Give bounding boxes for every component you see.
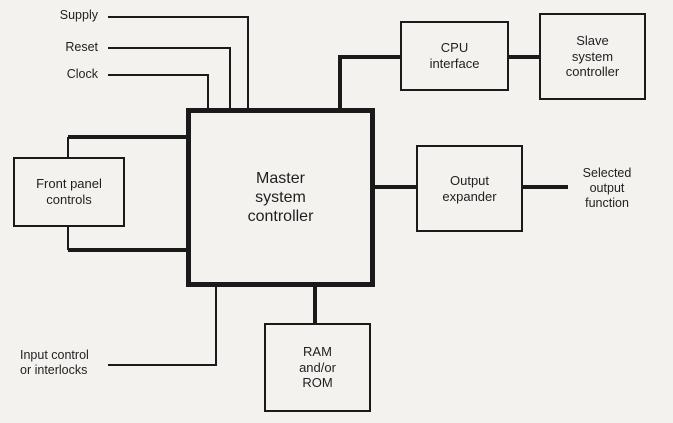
memory-line-1: RAM (303, 344, 332, 360)
memory-line-2: and/or (299, 359, 336, 375)
master-line-1: Master (256, 169, 305, 187)
master-line-3: controller (247, 208, 314, 226)
cpu-interface-bus (338, 55, 400, 108)
front-panel-line-1: Front panel (36, 176, 102, 192)
input-control-line-2: or interlocks (20, 363, 88, 377)
supply-label: Supply (60, 8, 98, 23)
reset-label: Reset (65, 40, 98, 55)
selected-output-line-3: function (585, 196, 629, 210)
front-panel-line-2: controls (46, 192, 92, 207)
ram-rom: RAM and/or ROM (264, 323, 371, 412)
selected-output-label: Selected output function (572, 166, 642, 211)
output-expander-line-1: Output (449, 172, 490, 188)
slave-line-1: Slave (576, 33, 609, 49)
cpu-interface-line-2: interface (429, 56, 480, 71)
input-control-label: Input control or interlocks (20, 348, 89, 378)
selected-output-line-1: Selected (582, 166, 632, 180)
slave-line-3: controller (565, 64, 620, 80)
clock-label: Clock (67, 67, 98, 82)
master-line-2: system (255, 188, 306, 206)
supply-label-text: Supply (59, 8, 98, 22)
slave-system-controller: Slave system controller (539, 13, 646, 100)
clock-line (108, 74, 209, 108)
slave-line-2: system (571, 48, 614, 64)
front-panel-controls: Front panel controls (13, 157, 125, 227)
output-expander-line-2: expander (442, 188, 497, 204)
reset-line (108, 47, 231, 108)
cpu-interface: CPU interface (400, 21, 509, 91)
input-control-line (108, 285, 217, 366)
supply-line (108, 16, 249, 108)
cpu-interface-line-1: CPU (440, 40, 469, 56)
clock-label-text: Clock (66, 67, 98, 81)
output-expander: Output expander (416, 145, 523, 232)
reset-label-text: Reset (65, 40, 98, 54)
memory-line-3: ROM (302, 375, 333, 391)
input-control-line-1: Input control (20, 348, 89, 362)
selected-output-line-2: output (589, 181, 625, 195)
master-system-controller: Master system controller (186, 108, 375, 287)
